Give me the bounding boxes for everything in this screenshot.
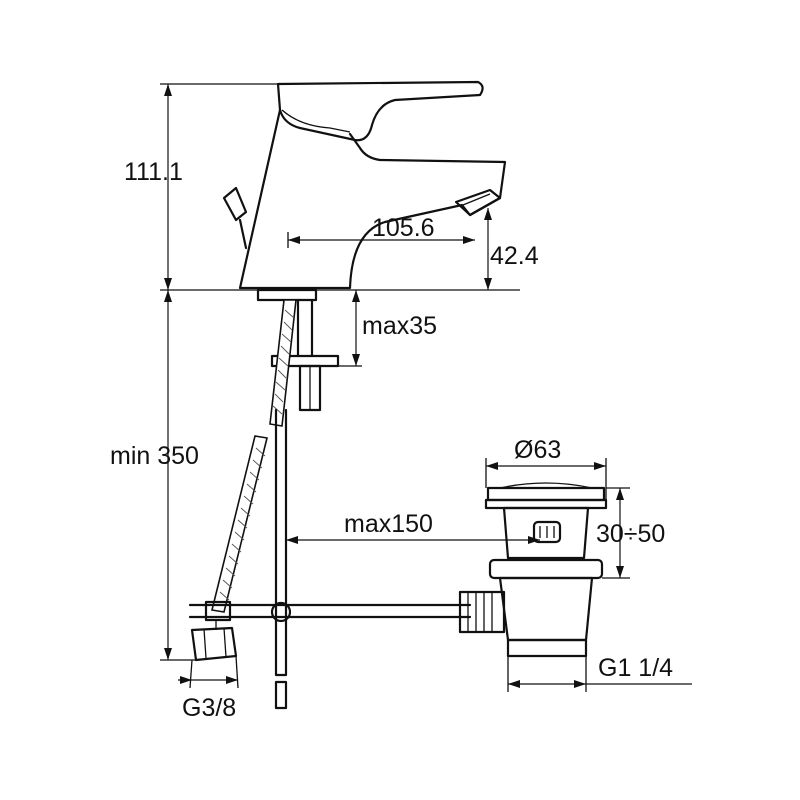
drain-body xyxy=(502,506,590,560)
label-drain-thread: G1 1/4 xyxy=(598,654,673,682)
faucet-body xyxy=(222,80,507,290)
drain-slot xyxy=(532,520,562,544)
faucet-main-body xyxy=(238,108,507,290)
label-spout-height: 42.4 xyxy=(490,242,539,270)
label-drain-diameter: Ø63 xyxy=(514,436,561,464)
hose-nut xyxy=(190,626,238,662)
popup-rod-knob xyxy=(222,186,248,222)
drain-side-connector xyxy=(458,590,506,634)
flexible-hose xyxy=(190,299,297,662)
hose-fitting xyxy=(204,600,232,622)
rod-clamp xyxy=(270,601,292,623)
drain-nut xyxy=(488,558,604,580)
label-drain-range: 30÷50 xyxy=(596,520,665,548)
lever-cap-line xyxy=(281,109,351,133)
label-max-deck: max35 xyxy=(362,312,437,340)
label-max-rod: max150 xyxy=(344,510,433,538)
popup-rod xyxy=(188,408,472,710)
lever-handle xyxy=(276,80,484,142)
drain-stopper-cap xyxy=(486,486,606,502)
dimension-lines xyxy=(160,83,692,692)
deck-mounting xyxy=(256,288,340,412)
label-min-hose: min 350 xyxy=(110,442,199,470)
label-hose-thread: G3/8 xyxy=(182,694,236,722)
aerator xyxy=(454,188,502,217)
label-height-total: 111.1 xyxy=(124,158,183,186)
label-spout-reach: 105.6 xyxy=(372,214,435,242)
drain-tail xyxy=(498,576,594,642)
drain-assembly xyxy=(458,482,608,658)
base-flange xyxy=(256,288,318,302)
